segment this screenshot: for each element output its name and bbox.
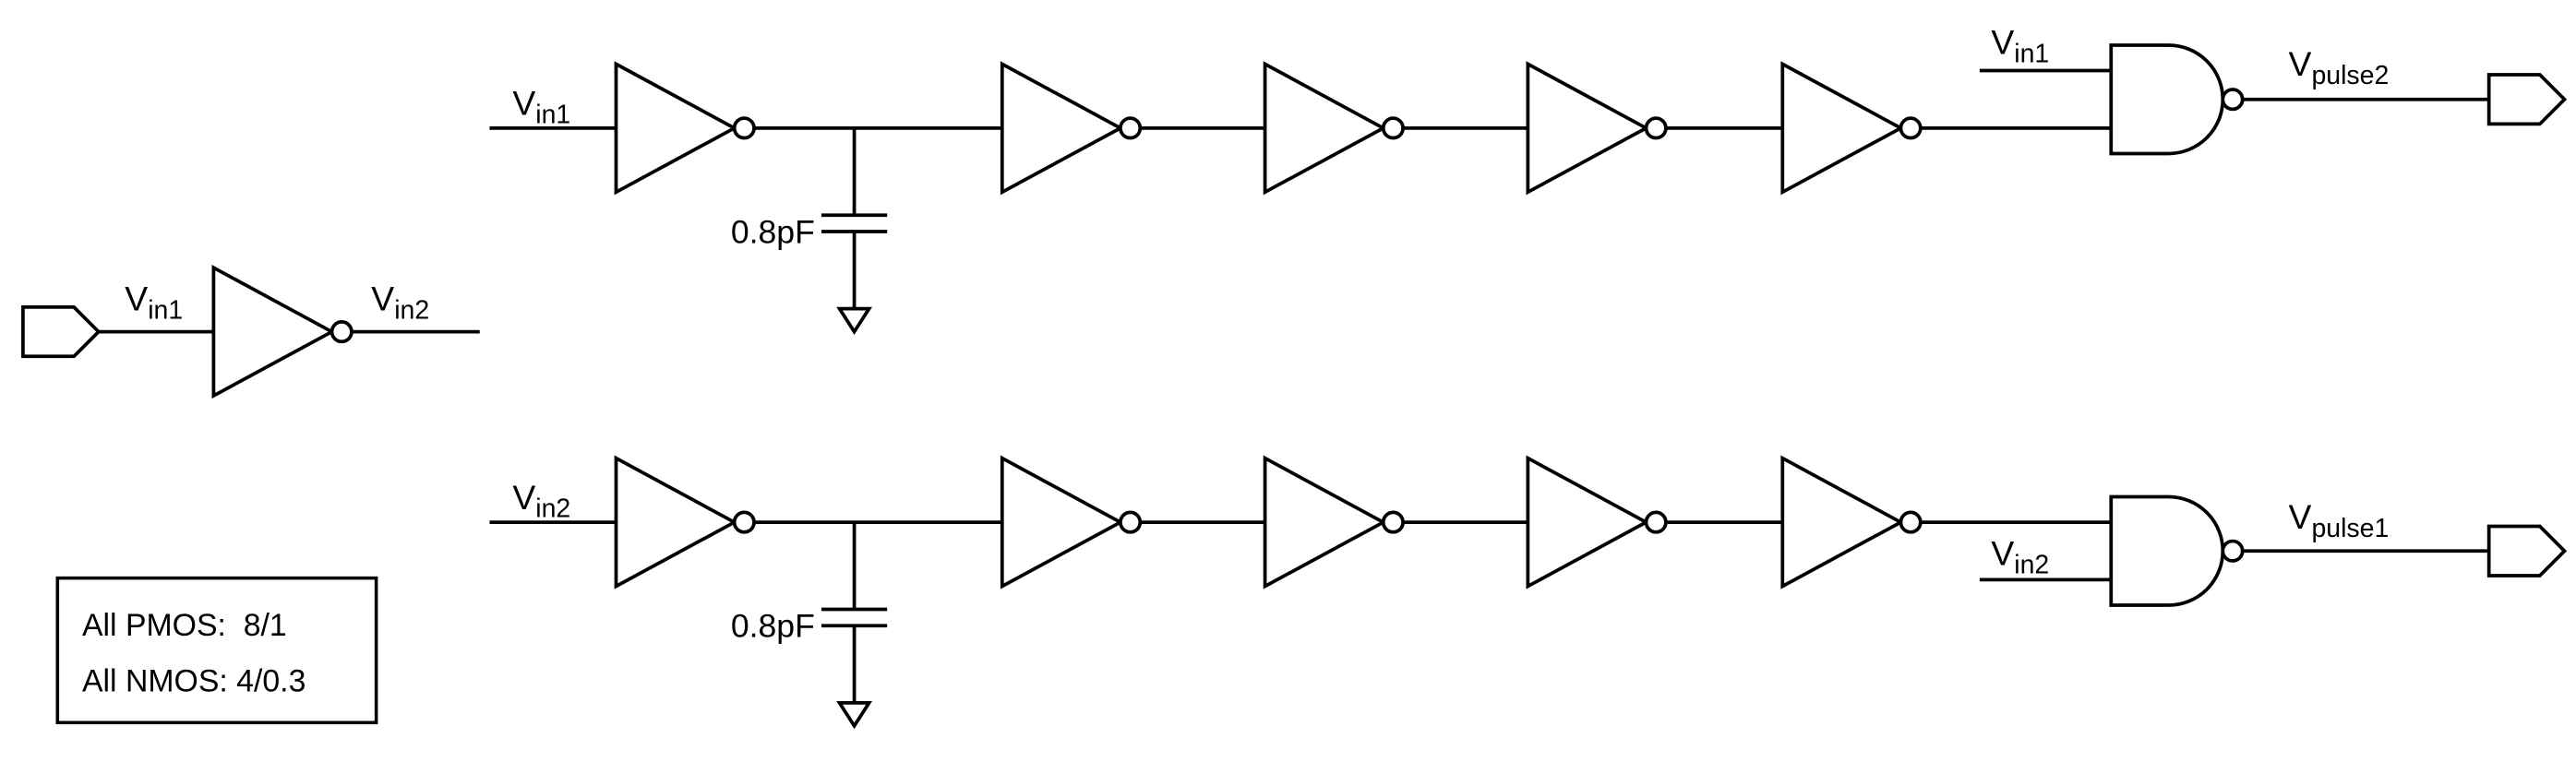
label-vpulse1: Vpulse1 — [2289, 497, 2390, 543]
top-delay-chain: Vin1 0.8pF Vin1 Vpulse2 — [489, 23, 2567, 334]
capacitor-value: 0.8pF — [731, 213, 815, 250]
input-buffer-section: Vin1 Vin2 — [21, 266, 480, 398]
nand-gate-symbol — [2109, 43, 2245, 156]
label-vin2: Vin2 — [1991, 533, 2049, 579]
output-port — [2486, 73, 2567, 126]
ground-symbol — [837, 701, 871, 728]
inverter-symbol — [1000, 456, 1143, 589]
label-vin2: Vin2 — [371, 279, 429, 325]
inverter-symbol — [1780, 456, 1923, 589]
label-vin1: Vin1 — [125, 279, 183, 325]
label-vin1: Vin1 — [1991, 23, 2049, 69]
nand-gate-symbol — [2109, 494, 2245, 607]
note-pmos: All PMOS: 8/1 — [82, 608, 287, 643]
inverter-symbol — [1780, 62, 1923, 195]
capacitor-value: 0.8pF — [731, 608, 815, 645]
inverter-symbol — [211, 266, 353, 398]
inverter-symbol — [1526, 62, 1668, 195]
label-vin1: Vin1 — [512, 84, 570, 130]
bottom-delay-chain: Vin2 0.8pF Vin2 Vpulse1 — [489, 456, 2567, 728]
note-box-border — [55, 576, 378, 725]
inverter-symbol — [1263, 62, 1405, 195]
label-vin2: Vin2 — [512, 478, 570, 524]
load-capacitor-top: 0.8pF — [731, 127, 888, 334]
inverter-symbol — [1263, 456, 1405, 589]
input-port — [21, 305, 101, 359]
label-vpulse2: Vpulse2 — [2289, 44, 2390, 90]
note-nmos: All NMOS: 4/0.3 — [82, 663, 306, 698]
inverter-symbol — [614, 456, 756, 589]
inverter-symbol — [1526, 456, 1668, 589]
load-capacitor-bottom: 0.8pF — [731, 522, 888, 728]
device-sizes-note: All PMOS: 8/1 All NMOS: 4/0.3 — [55, 576, 378, 725]
ground-symbol — [837, 306, 871, 334]
inverter-symbol — [614, 62, 756, 195]
output-port — [2486, 524, 2567, 577]
inverter-symbol — [1000, 62, 1143, 195]
